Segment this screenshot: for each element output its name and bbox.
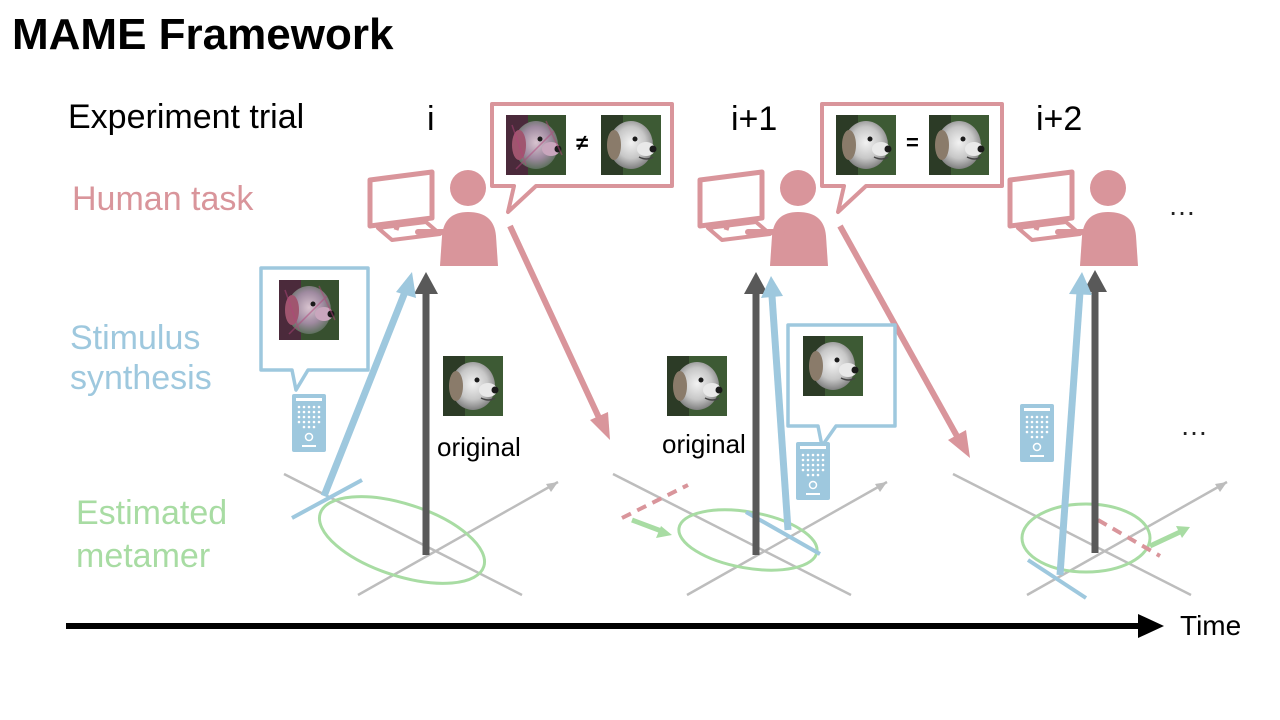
human-at-computer-i-plus-2 — [1010, 170, 1138, 266]
original-label-i: original — [437, 432, 521, 462]
not-equal-symbol: ≠ — [576, 130, 589, 155]
human-at-computer-i — [370, 170, 498, 266]
metamer-space-trial-i — [283, 472, 559, 597]
server-icon — [1019, 403, 1055, 463]
comparison-bubble-i-plus-1 — [820, 102, 1004, 214]
dog-image-synthesized — [505, 114, 567, 176]
original-image-i — [442, 355, 504, 417]
time-label: Time — [1180, 610, 1242, 641]
row-label-estimated-metamer: Estimated metamer — [76, 492, 227, 578]
dog-image-synthesized — [802, 335, 864, 397]
synthesis-bubble-i — [259, 266, 370, 453]
dog-image-synthesized — [835, 114, 897, 176]
row-label-experiment-trial: Experiment trial — [68, 98, 305, 136]
server-icon — [291, 393, 327, 453]
original-label-i-plus-1: original — [662, 429, 746, 459]
synthesis-bubble-i-plus-1 — [786, 323, 897, 501]
dog-image-original — [600, 114, 662, 176]
row-label-line: Stimulus — [70, 319, 201, 357]
central-arrows — [414, 270, 1107, 555]
row-label-stimulus-synthesis: Stimulus synthesis — [70, 318, 212, 398]
synthesis-arrows — [320, 272, 1092, 576]
row-label-line: Estimated — [76, 494, 228, 532]
row-label-line: synthesis — [70, 359, 212, 397]
trial-label-i-plus-2: i+2 — [1036, 100, 1083, 138]
ellipsis-human: … — [1168, 190, 1196, 221]
original-image-i-plus-1 — [666, 355, 728, 417]
dog-image-synthesized — [278, 279, 340, 341]
timeline-arrow — [66, 614, 1164, 638]
trial-label-i-plus-1: i+1 — [731, 100, 778, 138]
metamer-space-trial-i-plus-1 — [612, 472, 888, 597]
trial-label-i: i — [427, 100, 435, 138]
comparison-bubble-i — [490, 102, 674, 214]
server-i-plus-2 — [1019, 403, 1055, 463]
equal-symbol: = — [906, 130, 919, 155]
row-label-human-task: Human task — [72, 180, 254, 218]
page-title: MAME Framework — [12, 10, 394, 59]
server-icon — [795, 441, 831, 501]
metamer-space-trial-i-plus-2 — [952, 472, 1228, 600]
ellipsis-synthesis: … — [1180, 410, 1208, 441]
dog-image-original — [928, 114, 990, 176]
row-label-line: metamer — [76, 537, 211, 575]
feedback-arrows — [507, 224, 970, 458]
human-at-computer-i-plus-1 — [700, 170, 828, 266]
